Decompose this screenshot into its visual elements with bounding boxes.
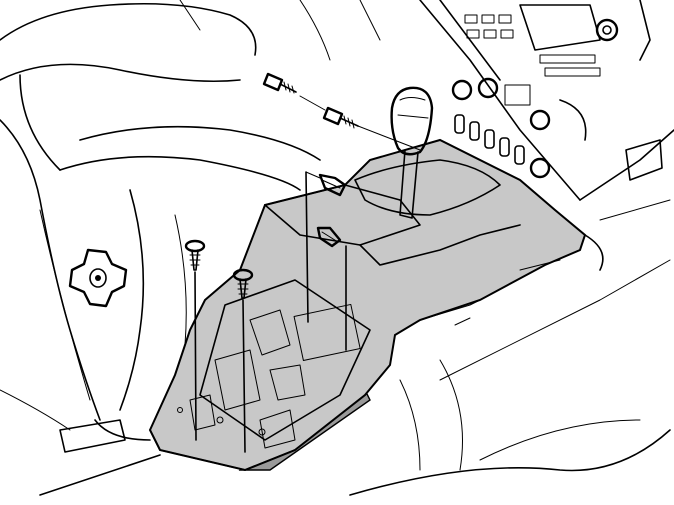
screw-6 bbox=[232, 268, 254, 299]
seat-adjust-knob bbox=[68, 248, 128, 308]
stack-buttons bbox=[464, 14, 601, 77]
fastening-screws bbox=[184, 72, 421, 453]
door-trim-lines bbox=[399, 234, 604, 471]
gear-selector bbox=[390, 86, 434, 219]
center-stack-panel bbox=[419, 0, 674, 201]
screw-5 bbox=[184, 239, 206, 271]
center-console bbox=[148, 138, 587, 472]
screw-1 bbox=[262, 72, 297, 94]
screw-3 bbox=[318, 173, 347, 197]
screw-2 bbox=[322, 106, 359, 129]
passenger-seat bbox=[0, 0, 381, 453]
screw-4 bbox=[316, 226, 342, 248]
floor-lines bbox=[39, 199, 671, 496]
switch-row bbox=[454, 114, 525, 165]
console-interior-details bbox=[177, 303, 361, 449]
